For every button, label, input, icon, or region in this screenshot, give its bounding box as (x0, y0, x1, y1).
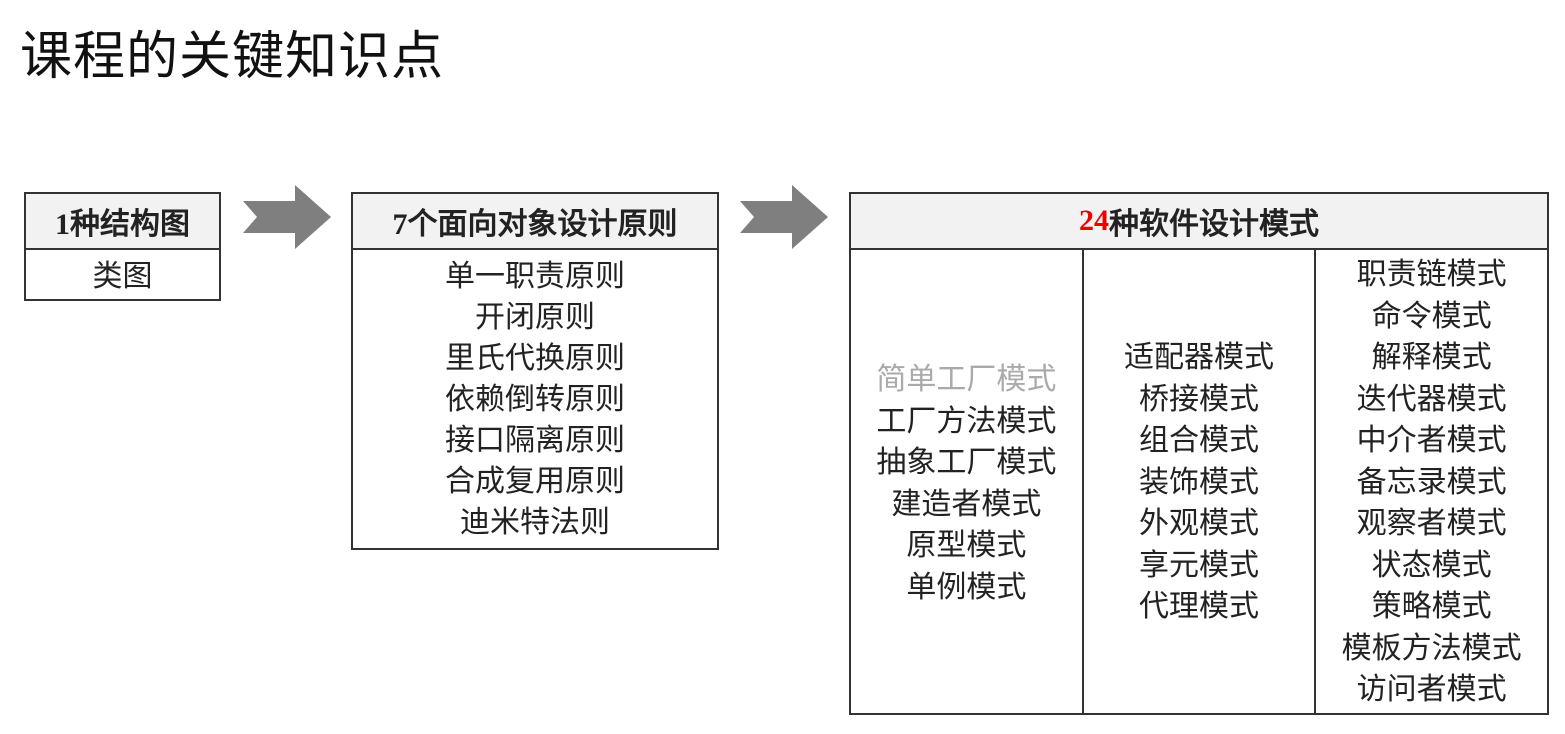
behavioral-patterns-column: 职责链模式 命令模式 解释模式 迭代器模式 中介者模式 备忘录模式 观察者模式 … (1316, 250, 1547, 715)
list-item: 开闭原则 (475, 301, 595, 334)
oo-principles-box: 7个面向对象设计原则 单一职责原则 开闭原则 里氏代换原则 依赖倒转原则 接口隔… (351, 192, 719, 550)
pattern-count: 24 (1079, 204, 1109, 237)
list-item: 合成复用原则 (445, 465, 625, 498)
list-item: 抽象工厂模式 (876, 446, 1057, 479)
list-item: 装饰模式 (1139, 465, 1259, 499)
creational-patterns-column: 简单工厂模式 工厂方法模式 抽象工厂模式 建造者模式 原型模式 单例模式 (851, 250, 1084, 715)
list-item: 组合模式 (1139, 424, 1259, 458)
list-item: 原型模式 (906, 529, 1027, 562)
list-item: 模板方法模式 (1341, 631, 1522, 665)
page-title: 课程的关键知识点 (20, 28, 445, 86)
list-item: 命令模式 (1371, 299, 1492, 333)
list-item: 适配器模式 (1124, 341, 1274, 375)
list-item: 单一职责原则 (445, 260, 625, 293)
structure-diagram-header: 1种结构图 (26, 194, 219, 250)
list-item: 类图 (92, 260, 153, 293)
arrow-right-icon (740, 185, 828, 249)
list-item: 接口隔离原则 (445, 424, 625, 457)
list-item: 依赖倒转原则 (445, 383, 625, 416)
list-item: 享元模式 (1139, 548, 1259, 582)
list-item: 访问者模式 (1356, 673, 1507, 707)
list-item: 代理模式 (1139, 590, 1259, 624)
list-item: 状态模式 (1371, 548, 1492, 582)
structural-patterns-column: 适配器模式 桥接模式 组合模式 装饰模式 外观模式 享元模式 代理模式 (1084, 250, 1317, 715)
list-item: 桥接模式 (1139, 382, 1259, 416)
list-item: 迭代器模式 (1356, 382, 1507, 416)
list-item: 职责链模式 (1356, 258, 1507, 292)
list-item: 迪米特法则 (460, 506, 610, 539)
list-item: 外观模式 (1139, 507, 1259, 541)
pattern-header-text: 种软件设计模式 (1109, 208, 1319, 241)
arrow-right-icon (243, 185, 331, 249)
list-item: 单例模式 (906, 570, 1027, 604)
list-item: 策略模式 (1371, 590, 1492, 624)
list-item: 工厂方法模式 (876, 404, 1057, 438)
list-item: 备忘录模式 (1356, 465, 1507, 499)
list-item: 里氏代换原则 (445, 342, 625, 375)
list-item: 解释模式 (1371, 341, 1492, 375)
list-item: 观察者模式 (1356, 507, 1507, 541)
list-item: 中介者模式 (1356, 424, 1507, 458)
list-item: 简单工厂模式 (876, 363, 1057, 396)
list-item: 建造者模式 (891, 487, 1042, 521)
oo-principles-header: 7个面向对象设计原则 (353, 194, 717, 250)
structure-diagram-box: 1种结构图 类图 (24, 192, 221, 301)
